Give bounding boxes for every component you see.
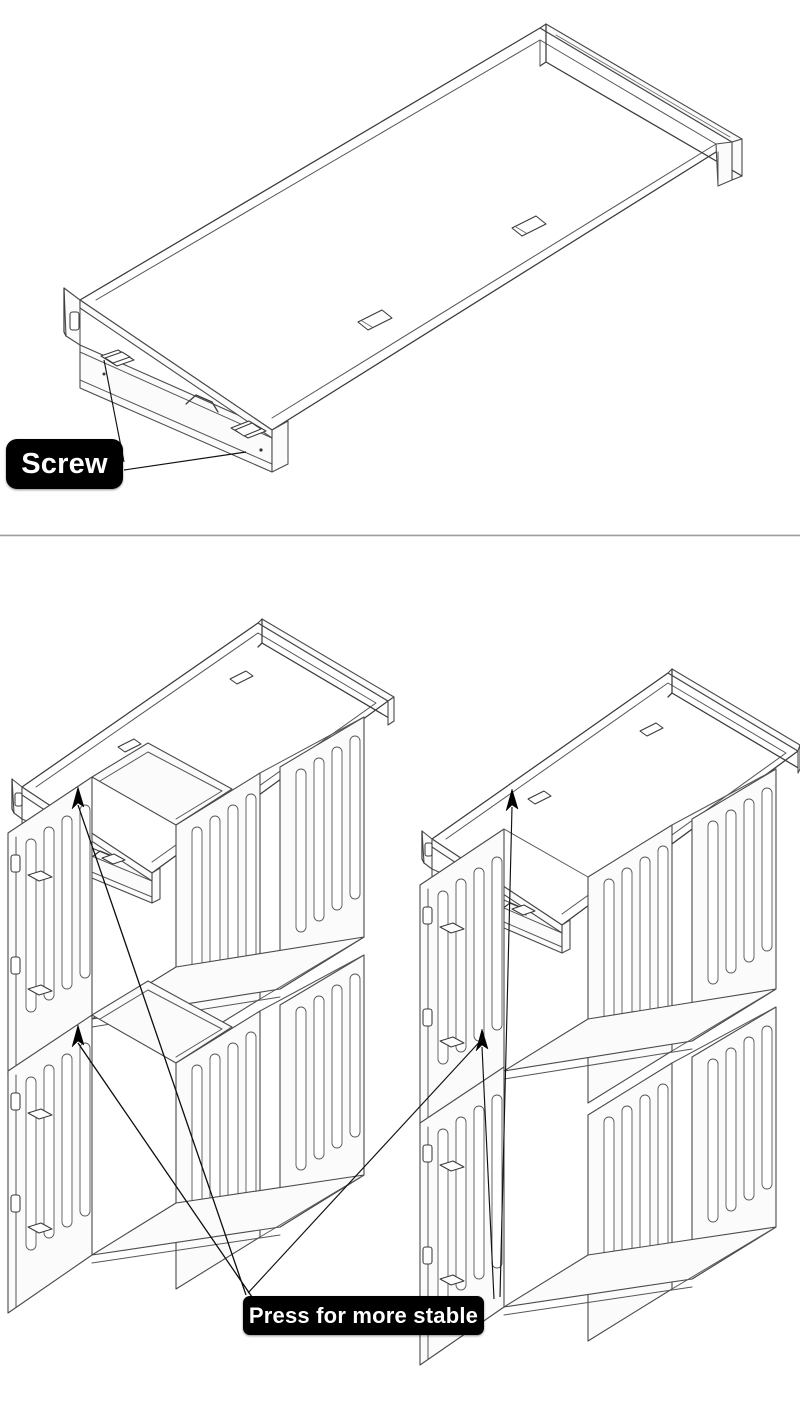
step-2-panel xyxy=(0,537,800,1421)
shelf-exploded-view xyxy=(7,618,395,1314)
shelf-assembled-view xyxy=(419,668,800,1366)
callout-screw: Screw xyxy=(6,439,123,489)
screw-point-lower xyxy=(259,448,263,452)
step-1-panel xyxy=(0,0,800,535)
press-arrow-assembled-upper xyxy=(499,788,519,1298)
screw-slot-lower xyxy=(230,420,267,439)
step-2-figures xyxy=(7,618,800,1366)
assembled-cube-lower xyxy=(419,1006,777,1366)
exploded-cube-lower xyxy=(7,954,365,1314)
screw-slot-upper xyxy=(100,349,135,367)
section-divider xyxy=(0,534,800,537)
screw-point-upper xyxy=(102,372,106,376)
callout-press-for-more-stable: Press for more stable xyxy=(243,1296,484,1335)
deck-slot-2 xyxy=(511,215,547,237)
end-post-slot xyxy=(69,311,80,331)
assembled-cube-upper xyxy=(419,768,777,1130)
top-panel-isometric xyxy=(63,23,743,473)
deck-slot-1 xyxy=(357,309,393,331)
press-callout-leaders xyxy=(77,804,485,1298)
